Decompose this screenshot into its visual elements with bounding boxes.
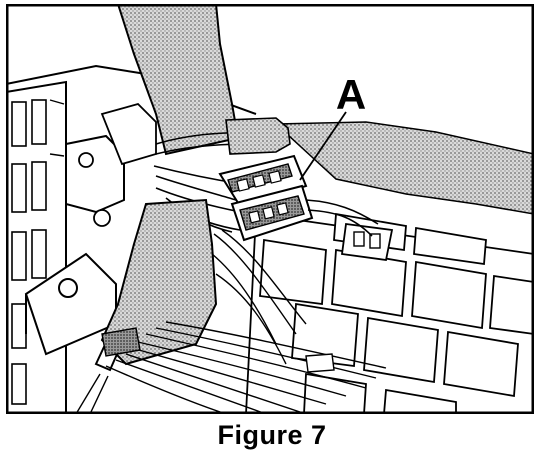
callout-leader-line [299,111,347,181]
loose-wires [305,199,379,237]
upper-panel-surface [274,121,534,215]
grid-connector [340,222,394,262]
tape-band [225,117,291,155]
connector-a [218,154,314,242]
figure-illustration: A [6,4,534,414]
harness-sleeve-lower [100,198,218,366]
mounting-bracket [24,102,157,356]
figure-caption: Figure 7 [217,420,327,450]
left-fuse-block [6,80,67,414]
figure-border [6,4,534,414]
wire-bundle-lower [75,229,387,414]
callout-label-a: A [336,71,366,118]
